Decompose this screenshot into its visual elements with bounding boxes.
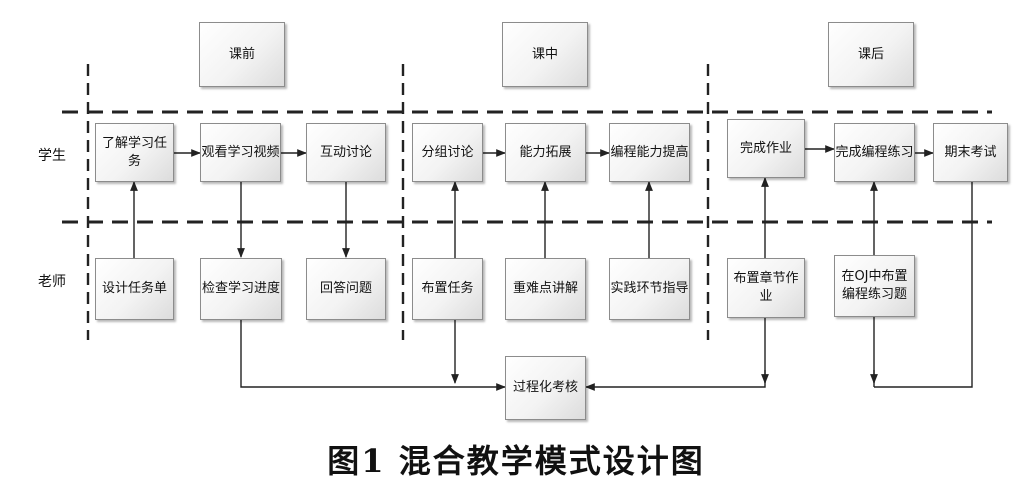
teacher-answer-questions: 回答问题 — [306, 258, 386, 320]
teacher-oj-practice: 在OJ中布置编程练习题 — [834, 255, 915, 317]
student-programming-improve: 编程能力提高 — [609, 123, 690, 182]
phase-after: 课后 — [828, 22, 914, 87]
teacher-check-progress: 检查学习进度 — [200, 258, 282, 320]
teacher-practice-guidance: 实践环节指导 — [609, 258, 690, 320]
figure-caption: 图1 混合教学模式设计图 — [327, 442, 705, 480]
student-final-exam: 期末考试 — [933, 123, 1008, 182]
lane-label-student: 学生 — [38, 148, 66, 164]
student-learn-task: 了解学习任务 — [95, 123, 174, 182]
line-t7-assessment — [585, 318, 766, 391]
student-ability-extension: 能力拓展 — [505, 123, 586, 182]
student-programming-practice: 完成编程练习 — [834, 123, 915, 182]
student-watch-video: 观看学习视频 — [200, 123, 281, 182]
student-group-discussion: 分组讨论 — [412, 123, 483, 182]
line-s9-assessment — [874, 182, 973, 388]
teacher-design-task: 设计任务单 — [95, 258, 174, 320]
phase-during: 课中 — [502, 22, 588, 87]
student-homework: 完成作业 — [727, 119, 805, 178]
teacher-key-points: 重难点讲解 — [505, 258, 586, 320]
line-t2-assessment — [240, 320, 506, 391]
lane-label-teacher: 老师 — [38, 274, 66, 290]
teacher-assign-homework: 布置章节作业 — [727, 258, 805, 318]
student-discussion: 互动讨论 — [306, 123, 386, 182]
teacher-assign-task: 布置任务 — [412, 258, 483, 320]
phase-before: 课前 — [199, 22, 285, 87]
process-assessment: 过程化考核 — [505, 356, 586, 420]
